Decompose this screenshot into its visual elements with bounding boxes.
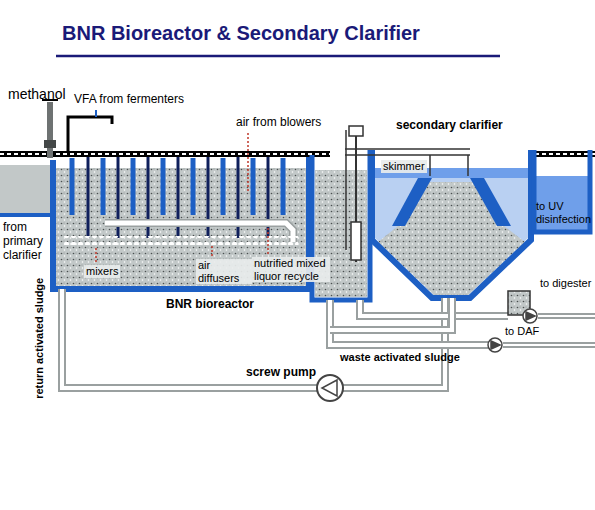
- sludge-pipe: [330, 298, 452, 330]
- screw-pump-symbol: [317, 375, 343, 401]
- part-label: waste activated sludge: [340, 351, 460, 364]
- vfa-pipe: [95, 110, 97, 117]
- part-label: nutrified mixed liquor recycle: [252, 257, 330, 282]
- overhead-pipe: [535, 153, 595, 155]
- skimmer-bridge: [345, 148, 470, 150]
- part-label: methanol: [8, 86, 66, 102]
- baffle: [191, 158, 196, 215]
- clarifier-tank: [378, 182, 525, 295]
- part-label: air from blowers: [236, 116, 321, 130]
- part-label: return activated sludge: [34, 277, 47, 398]
- sludge-pipe: [538, 315, 595, 317]
- leader-line: [247, 133, 249, 192]
- baffle: [221, 158, 226, 215]
- overhead-pipe: [0, 154, 595, 155]
- part-label: mixers: [84, 265, 120, 278]
- pump-symbol: [491, 341, 500, 349]
- part-label: to DAF: [505, 325, 539, 338]
- baffle: [131, 158, 136, 215]
- diagram-title: BNR Bioreactor & Secondary Clarifier: [62, 22, 420, 45]
- leader-line: [95, 246, 97, 262]
- baffle: [251, 158, 256, 215]
- sludge-pipe: [330, 300, 488, 345]
- inlet-channel: [0, 165, 52, 215]
- sludge-pipe: [503, 344, 595, 346]
- vfa-pipe: [68, 110, 112, 152]
- clarifier-tank: [470, 178, 511, 226]
- sludge-pipe: [360, 300, 508, 316]
- part-label: from primary clarifier: [3, 221, 53, 262]
- part-label: skimmer: [381, 160, 427, 173]
- skimmer-bridge: [345, 154, 470, 156]
- methanol-valve: [47, 102, 53, 158]
- air-dropleg: [87, 155, 90, 238]
- clarifier-tank: [372, 150, 531, 298]
- pump-symbol: [526, 312, 535, 320]
- pump-well: [349, 126, 363, 136]
- leader-line: [96, 133, 268, 262]
- methanol-valve: [42, 100, 58, 158]
- baffle: [161, 158, 166, 215]
- sludge-pipe: [62, 289, 445, 388]
- part-label: VFA from fermenters: [74, 93, 184, 107]
- clarifier-tank: [372, 150, 531, 298]
- skimmer-bridge: [429, 155, 431, 176]
- clarifier-tank: [392, 178, 432, 226]
- baffle: [70, 158, 75, 215]
- screw-pump-symbol: [317, 375, 343, 401]
- screw-pump-symbol: [322, 380, 337, 396]
- sludge-pipe: [62, 289, 595, 388]
- pump-symbol: [488, 338, 502, 352]
- sludge-pipe: [62, 289, 445, 388]
- part-label: screw pump: [246, 366, 316, 380]
- sludge-pipe: [503, 342, 595, 348]
- sludge-pipe: [538, 313, 595, 319]
- leader-line: [211, 246, 213, 256]
- overhead-pipe: [535, 151, 595, 157]
- part-label: secondary clarifier: [396, 119, 503, 133]
- methanol-valve: [44, 140, 56, 148]
- clarifier-tank: [375, 168, 528, 295]
- part-label: BNR bioreactor: [166, 298, 254, 312]
- sludge-pipe: [330, 298, 452, 330]
- pump-well: [351, 222, 361, 260]
- air-diffuser-bubbles: [62, 236, 298, 245]
- vfa-pipe: [68, 117, 112, 152]
- baffle: [281, 158, 286, 215]
- inlet-channel: [0, 213, 52, 217]
- title-underline: [56, 55, 500, 58]
- inlet-channel: [0, 165, 52, 215]
- sludge-pipe: [360, 300, 508, 316]
- part-label: to UV disinfection: [536, 200, 592, 225]
- pump-well: [345, 130, 347, 250]
- sludge-pipe: [330, 300, 488, 345]
- pump-symbol: [523, 309, 537, 323]
- part-label: to digester: [540, 277, 591, 290]
- skimmer-bridge: [467, 155, 469, 176]
- baffle: [101, 158, 106, 215]
- leader-line: [267, 228, 269, 254]
- skimmer-bridge: [345, 149, 470, 176]
- part-label: air diffusers: [196, 259, 252, 284]
